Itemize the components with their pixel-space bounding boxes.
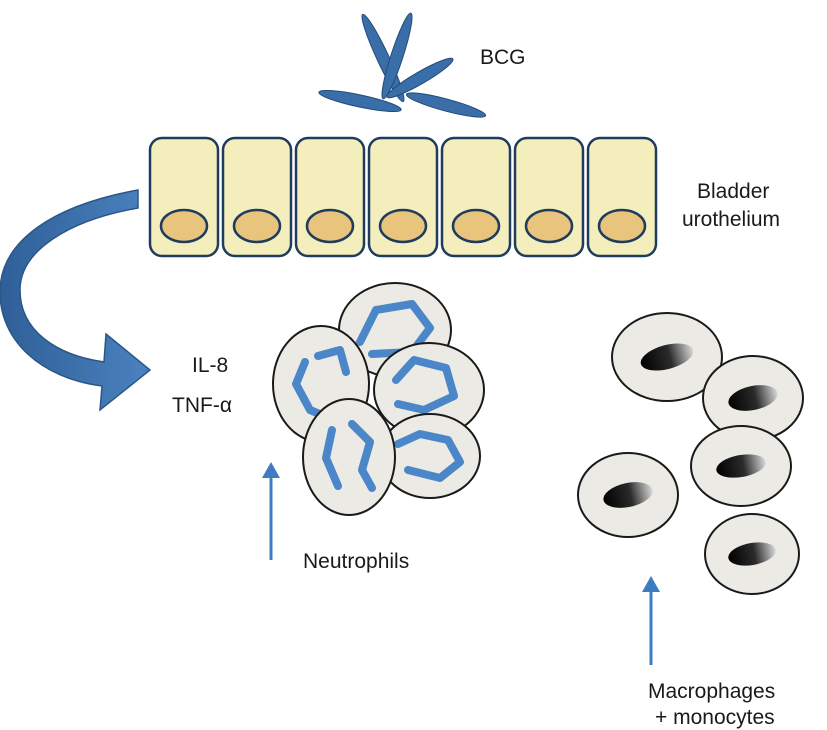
bcg-rod (386, 57, 454, 99)
urothelial-nucleus (378, 208, 428, 244)
macrophage-nucleus (728, 542, 776, 566)
urothelial-nucleus (232, 208, 282, 244)
macrophage-nucleus (728, 385, 778, 411)
neutrophil-nucleus (322, 426, 342, 490)
neutrophil-arrow (262, 462, 280, 560)
urothelial-nucleus (451, 208, 501, 244)
curved-arrow (0, 189, 152, 412)
neutrophil (373, 342, 485, 438)
il8-label: IL-8 (192, 354, 228, 377)
bcg-rod (381, 12, 413, 100)
neutrophils-label: Neutrophils (303, 550, 409, 573)
macrophage (577, 452, 679, 538)
macrophage-nucleus (716, 454, 766, 478)
urothelial-nucleus (159, 208, 209, 244)
macrophage-nucleus (603, 482, 653, 508)
bcg-bacteria (318, 12, 487, 118)
urothelial-nucleus (305, 208, 355, 244)
bladder-label-line1: Bladder (697, 180, 769, 203)
bcg-label: BCG (480, 46, 526, 69)
neutrophil-nucleus (392, 356, 458, 414)
bladder-urothelium (148, 136, 658, 258)
macrophage (611, 312, 723, 402)
bladder-label-line2: urothelium (682, 208, 780, 231)
neutrophil-nucleus (394, 430, 464, 482)
macrophage (704, 513, 800, 595)
bcg-rod (318, 89, 402, 113)
neutrophil-nucleus (348, 420, 376, 492)
macrophage (702, 355, 804, 441)
urothelial-nucleus (597, 208, 647, 244)
macrophage-nucleus (640, 343, 694, 371)
neutrophil (302, 398, 396, 516)
macrophage (690, 425, 792, 507)
macrophage-arrow (642, 576, 660, 665)
macrophages-label-line2: + monocytes (655, 706, 775, 729)
macrophages-label-line1: Macrophages (648, 680, 775, 703)
bcg-rod (405, 92, 487, 118)
neutrophil-nucleus (314, 346, 350, 376)
neutrophil-cluster (272, 282, 485, 516)
macrophage-group (577, 312, 804, 595)
urothelial-nucleus (524, 208, 574, 244)
tnf-alpha-label: TNF-α (172, 394, 232, 417)
